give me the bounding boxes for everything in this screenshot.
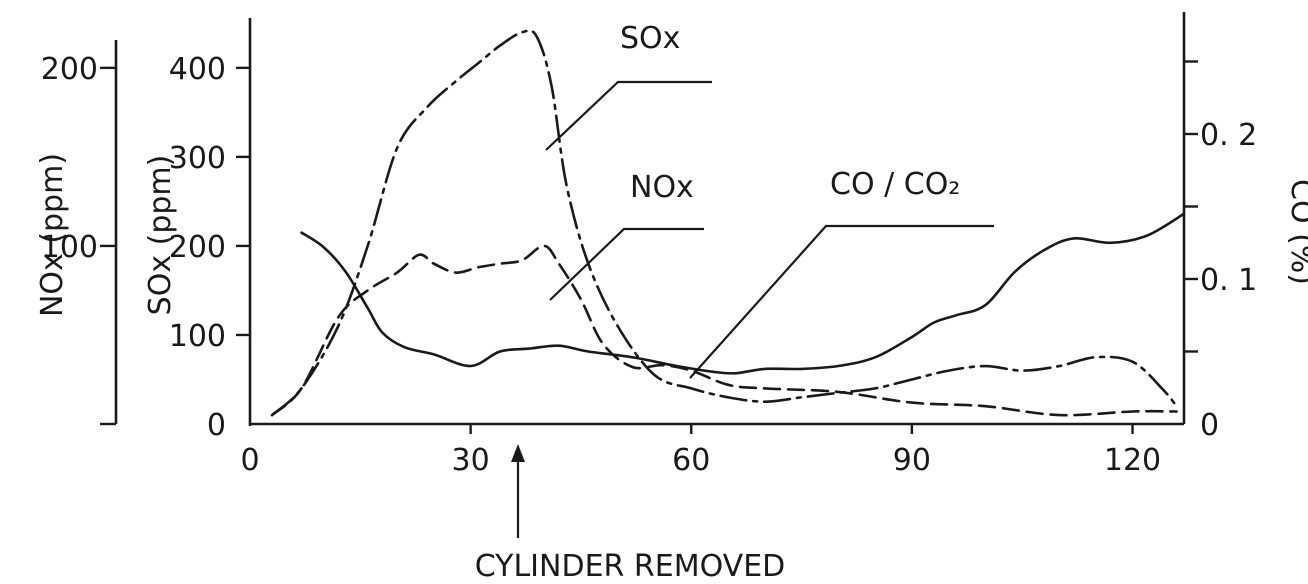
- x-tick-label: 120: [1104, 443, 1161, 478]
- x-tick-label: 60: [672, 443, 710, 478]
- sox-tick-label: 300: [169, 141, 226, 176]
- nox-leader-line: [549, 227, 704, 301]
- series-line-co-co: [300, 212, 1186, 375]
- co-series-label: CO / CO₂: [830, 167, 960, 202]
- nox-axis-title: NOx (ppm): [35, 153, 70, 317]
- axis-ticks: 0 30 60 90 120 100 200 0 100 200 300 400 0 0. 1 0. 2: [41, 52, 1258, 478]
- co-axis-title: CO (%): [1284, 179, 1308, 285]
- nox-series-label: NOx: [630, 170, 694, 205]
- sox-series-label: SOx: [620, 21, 680, 56]
- x-tick-label: 0: [240, 443, 259, 478]
- nox-tick-label: 100: [41, 230, 98, 265]
- sox-leader-line: [545, 80, 712, 151]
- nox-tick-label: 200: [41, 52, 98, 87]
- series-line-sox: [270, 29, 1178, 417]
- sox-tick-label: 100: [169, 319, 226, 354]
- sox-axis-title: SOx (ppm): [143, 155, 178, 316]
- co-tick-label: 0: [1200, 408, 1219, 443]
- co-leader-line: [689, 224, 994, 379]
- x-tick-label: 90: [893, 443, 931, 478]
- co-tick-label: 0. 2: [1200, 118, 1257, 153]
- cylinder-removed-annotation: CYLINDER REMOVED: [475, 549, 786, 584]
- co-tick-label: 0. 1: [1200, 263, 1257, 298]
- sox-tick-label: 0: [207, 408, 226, 443]
- x-tick-label: 30: [452, 443, 490, 478]
- sox-tick-label: 200: [169, 230, 226, 265]
- cylinder-arrow-head: [511, 444, 525, 462]
- sox-tick-label: 400: [169, 52, 226, 87]
- series-line-nox: [270, 244, 1178, 417]
- series-curves: [270, 29, 1186, 417]
